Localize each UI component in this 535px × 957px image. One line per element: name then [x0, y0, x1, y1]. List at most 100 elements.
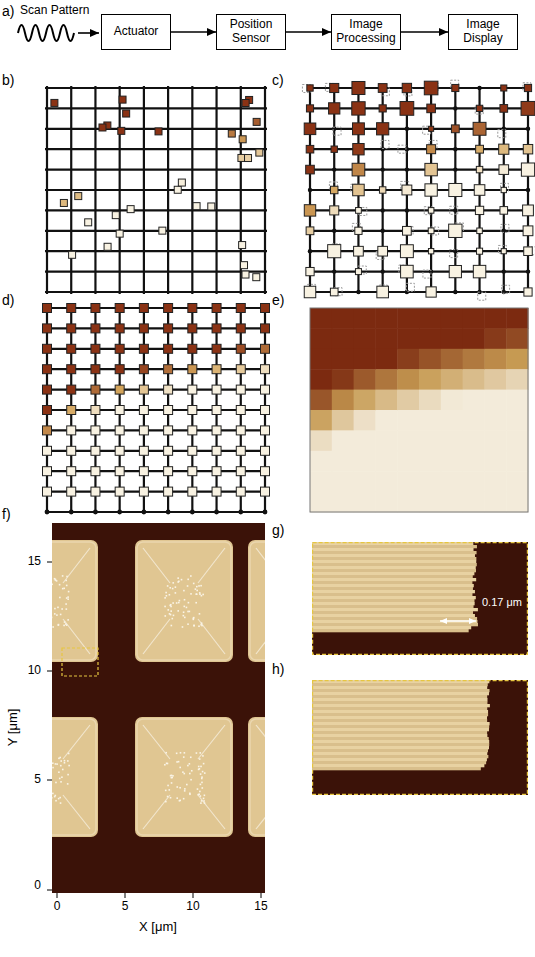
sample-square [164, 324, 173, 333]
sample-square [139, 385, 148, 394]
pad-speckle [187, 765, 189, 767]
pad-speckle [204, 802, 206, 804]
scan-line [312, 740, 489, 743]
image-pixel [463, 308, 485, 329]
pad-speckle [64, 762, 66, 764]
sample-square [67, 365, 76, 374]
sample-square [67, 385, 76, 394]
sample-square [188, 487, 197, 496]
panel-label: c) [272, 72, 284, 88]
scan-line [312, 713, 488, 716]
image-pixel [332, 410, 354, 431]
grid-dot [308, 188, 312, 192]
sample-square [428, 249, 433, 254]
sample-square [400, 245, 413, 258]
pad-speckle [173, 615, 175, 617]
pad-speckle [167, 585, 169, 587]
sample-square [331, 146, 337, 152]
sample-square [67, 487, 76, 496]
pad-square [135, 717, 233, 837]
sample-square [115, 406, 124, 415]
sample-square [91, 446, 100, 455]
sample-square [43, 304, 52, 313]
grid-dot [429, 208, 433, 212]
pad-speckle [167, 609, 169, 611]
zoom-border [313, 681, 528, 795]
sample-square [164, 446, 173, 455]
pad-speckle [188, 602, 190, 604]
grid-dot [332, 147, 336, 151]
pad-speckle [201, 782, 203, 784]
sample-square [378, 84, 387, 93]
pad-speckle [52, 584, 53, 586]
pad-speckle [66, 608, 68, 610]
axis-tick [261, 893, 262, 898]
pad-speckle [179, 800, 181, 802]
sample-square [403, 226, 412, 235]
grid-dot [477, 249, 481, 253]
sample-square [91, 344, 100, 353]
sample-square [261, 324, 270, 333]
image-pixel [310, 390, 332, 411]
image-pixel [354, 369, 376, 390]
pad-speckle [63, 625, 65, 627]
sample-square [306, 105, 313, 112]
pad-speckle [172, 775, 174, 777]
pad-speckle [201, 625, 203, 627]
flow-arrow [401, 31, 448, 33]
pad-speckle [201, 595, 203, 597]
scan-line [312, 701, 487, 704]
sample-square [139, 304, 148, 313]
grid-line [45, 511, 267, 513]
sample-square [60, 199, 67, 206]
pad-speckle [200, 784, 202, 786]
box-text: Image Processing [336, 18, 395, 46]
pad-streak [256, 619, 265, 654]
pad-speckle [195, 588, 197, 590]
pad-speckle [184, 599, 186, 601]
grid-line [308, 271, 530, 273]
image-ground [312, 680, 528, 795]
grid-line [45, 209, 267, 211]
sample-square [400, 102, 414, 116]
sample-square [212, 487, 221, 496]
scan-line [312, 566, 476, 569]
grid-dot [526, 188, 530, 192]
pad-rim [52, 719, 96, 835]
scan-line [312, 743, 489, 746]
pad-speckle [201, 800, 203, 802]
sample-square [307, 85, 313, 91]
panel-b [45, 86, 267, 294]
pad-streak [198, 725, 225, 759]
pad-speckle [187, 623, 189, 625]
sample-square [228, 130, 235, 137]
afm-image [52, 523, 265, 893]
scan-line [312, 707, 487, 710]
axis-title: X [μm] [139, 920, 177, 935]
sample-square [426, 287, 436, 297]
pad-speckle [181, 579, 183, 581]
pad-square [135, 540, 233, 662]
sample-square [188, 344, 197, 353]
sample-square [377, 123, 389, 135]
pad-speckle [179, 600, 181, 602]
image-pixel [310, 451, 332, 472]
image-pixel [310, 471, 332, 492]
image-pixel [310, 328, 332, 349]
pad-speckle [171, 782, 173, 784]
grid-line [308, 148, 530, 150]
pad-speckle [184, 752, 186, 754]
axis-tick [125, 893, 126, 898]
pad-speckle [169, 587, 171, 589]
image-pixel [463, 328, 485, 349]
pad-speckle [166, 763, 168, 765]
pad-speckle [183, 773, 185, 775]
grid-dot [453, 208, 457, 212]
image-pixel [484, 492, 506, 513]
sample-square [51, 99, 58, 106]
scan-line [312, 722, 490, 725]
pad-speckle [54, 578, 56, 580]
sample-square [476, 145, 484, 153]
